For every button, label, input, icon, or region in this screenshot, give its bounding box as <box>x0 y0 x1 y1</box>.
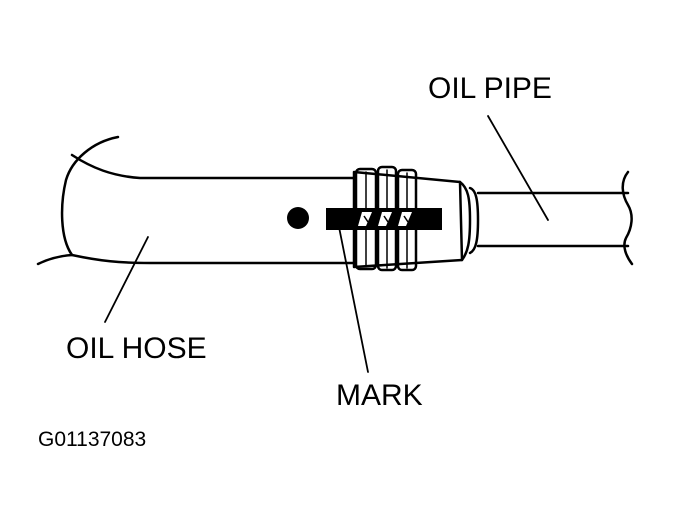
paint-mark <box>326 208 442 230</box>
oil-pipe-label: OIL PIPE <box>428 72 552 105</box>
hose-dot <box>287 207 309 229</box>
leader-mark <box>337 221 369 373</box>
oil-hose-label: OIL HOSE <box>66 332 207 365</box>
figure-id: G01137083 <box>38 428 147 451</box>
oil-hose <box>36 135 356 266</box>
leader-oil-pipe <box>487 115 549 221</box>
leader-oil-hose <box>104 236 149 323</box>
mark-label: MARK <box>336 379 423 412</box>
oil-pipe <box>468 170 634 266</box>
